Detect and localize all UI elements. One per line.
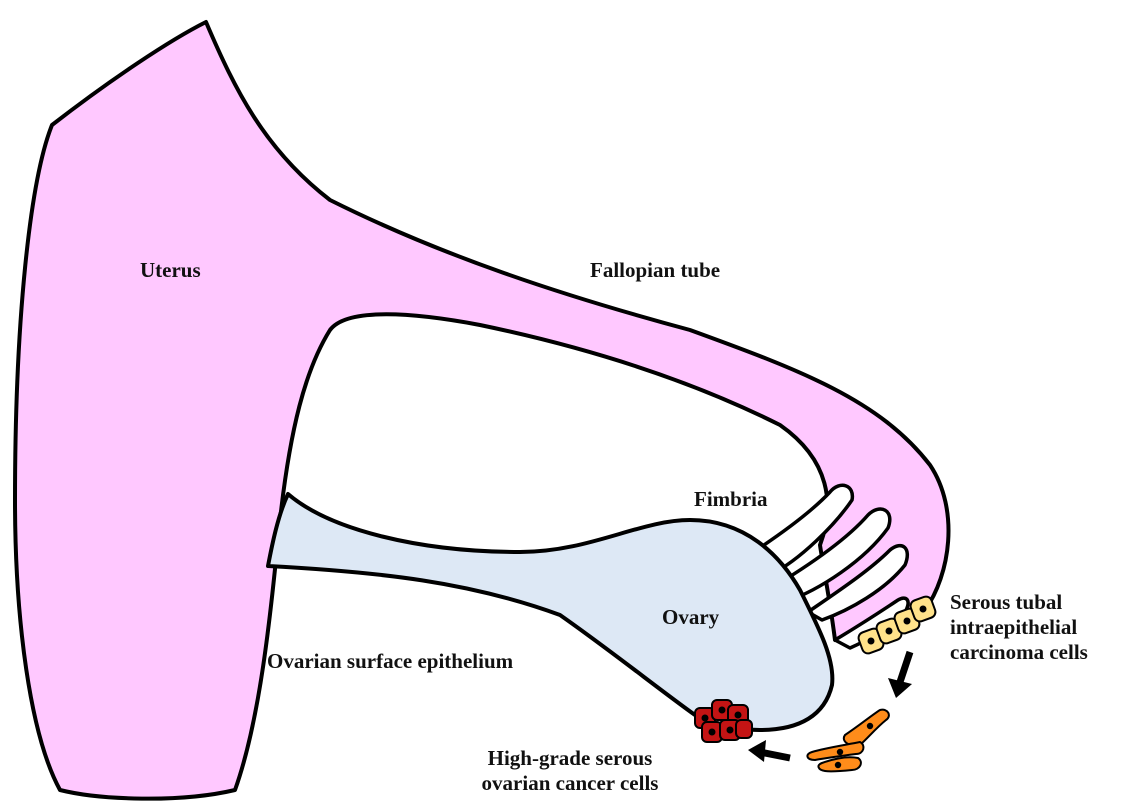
label-hgsoc-cells: High-grade serous ovarian cancer cells bbox=[455, 746, 685, 796]
label-fimbria: Fimbria bbox=[694, 487, 768, 512]
label-stic-line-3: carcinoma cells bbox=[950, 640, 1088, 665]
arrow-down-icon bbox=[888, 652, 912, 698]
label-stic-line-1: Serous tubal bbox=[950, 590, 1088, 615]
label-ovarian-surface-epithelium: Ovarian surface epithelium bbox=[267, 649, 513, 674]
label-hgsoc-line-1: High-grade serous bbox=[455, 746, 685, 771]
arrow-left-icon bbox=[748, 740, 790, 762]
label-stic-line-2: intraepithelial bbox=[950, 615, 1088, 640]
label-fallopian-tube: Fallopian tube bbox=[590, 258, 720, 283]
migrating-tumor-cells bbox=[807, 710, 888, 772]
ovary bbox=[268, 494, 832, 730]
label-ovary: Ovary bbox=[662, 605, 719, 630]
label-hgsoc-line-2: ovarian cancer cells bbox=[455, 771, 685, 796]
label-uterus: Uterus bbox=[140, 258, 201, 283]
label-stic-cells: Serous tubal intraepithelial carcinoma c… bbox=[950, 590, 1088, 665]
